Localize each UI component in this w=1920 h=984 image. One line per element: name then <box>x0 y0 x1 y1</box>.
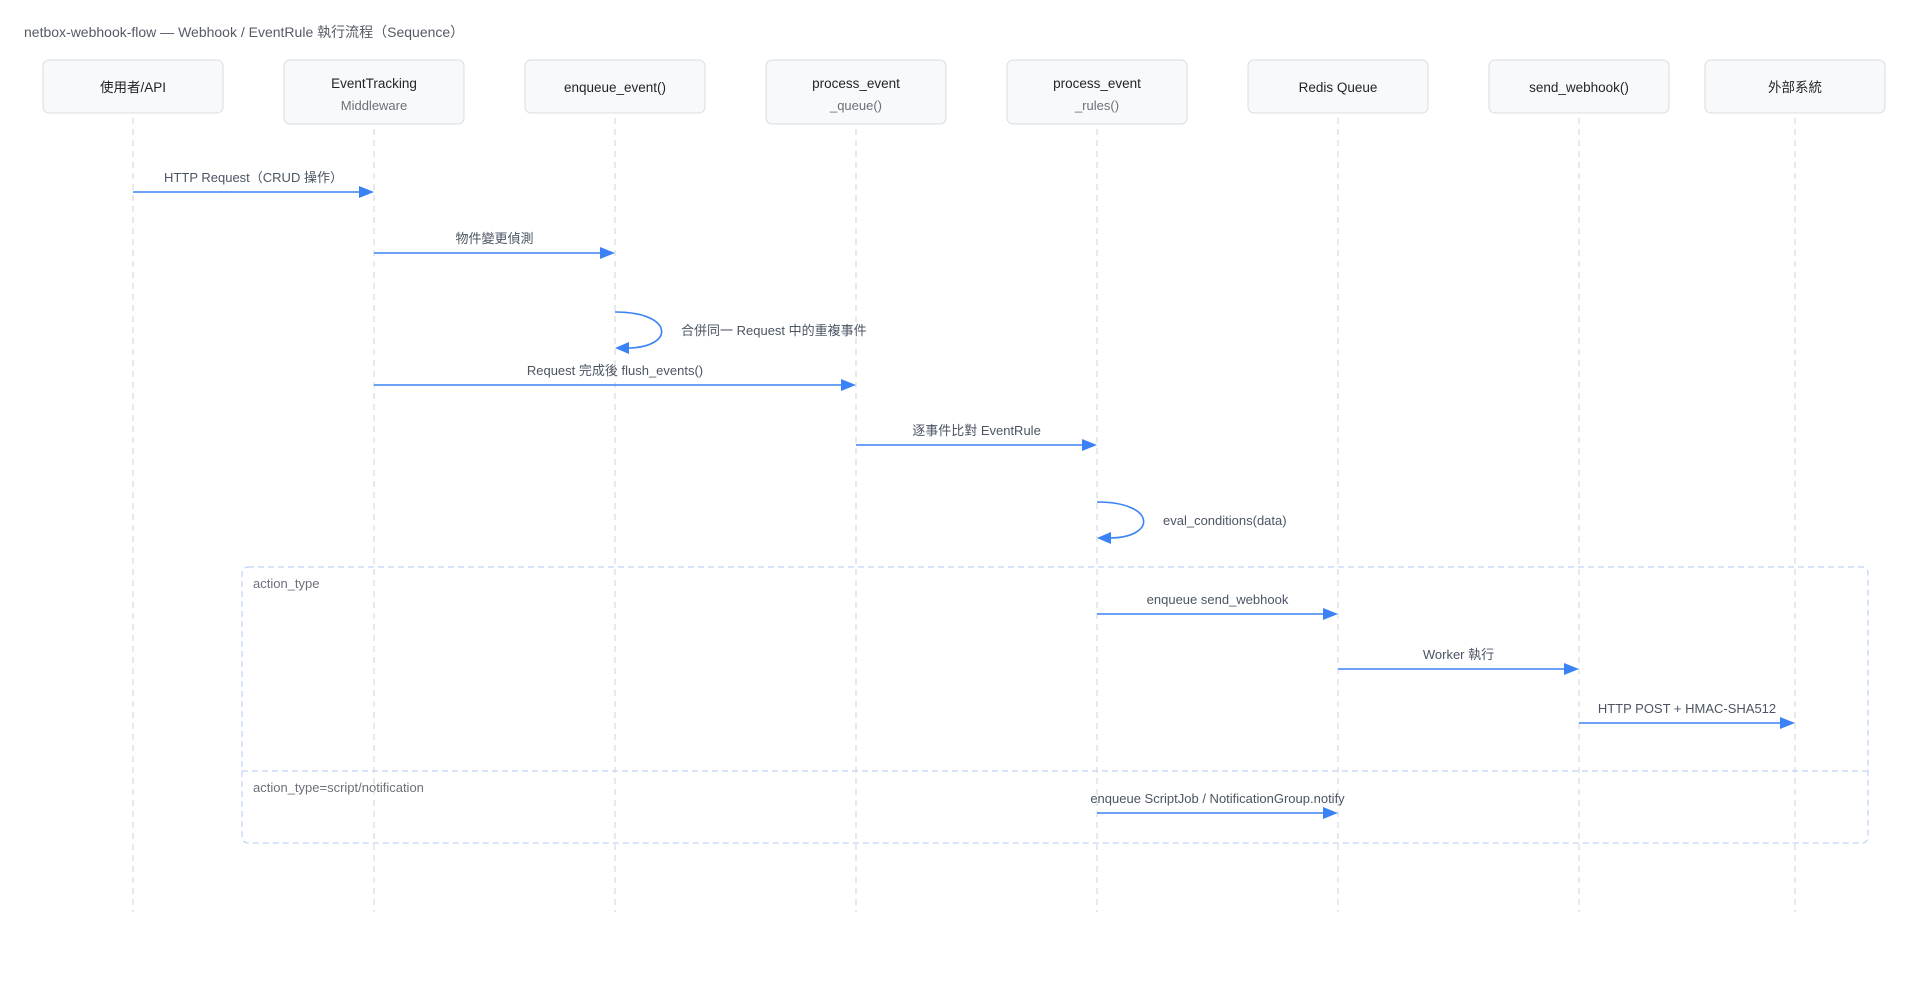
message-label: 合併同一 Request 中的重複事件 <box>681 323 867 338</box>
message-label: Request 完成後 flush_events() <box>527 363 703 378</box>
arrow-head <box>1082 439 1097 451</box>
actor-pqueue: process_event _queue() <box>765 59 947 125</box>
message-2: 物件變更偵測 <box>374 231 615 259</box>
actor-label: Redis Queue <box>1299 80 1378 95</box>
message-3: 合併同一 Request 中的重複事件 <box>614 311 867 354</box>
message-label: HTTP Request（CRUD 操作） <box>164 170 343 185</box>
message-7: enqueue send_webhook <box>1097 592 1338 620</box>
arrow-head <box>1323 807 1338 819</box>
arrow-head <box>1097 532 1111 544</box>
actor-label: 外部系統 <box>1768 80 1822 95</box>
arrow-head <box>1323 608 1338 620</box>
actor-user: 使用者/API <box>42 59 224 114</box>
message-label: 逐事件比對 EventRule <box>912 423 1041 438</box>
message-label: enqueue send_webhook <box>1147 592 1289 607</box>
message-label: 物件變更偵測 <box>455 231 533 246</box>
self-message-arrow <box>614 311 663 349</box>
actor-enqueue: enqueue_event() <box>524 59 706 114</box>
actor-box <box>283 59 465 125</box>
actor-box <box>42 59 224 114</box>
arrow-head <box>600 247 615 259</box>
message-10: enqueue ScriptJob / NotificationGroup.no… <box>1090 791 1345 819</box>
message-label: eval_conditions(data) <box>1163 513 1287 528</box>
actor-label: EventTracking <box>331 76 417 91</box>
actor-send: send_webhook() <box>1488 59 1670 114</box>
message-6: eval_conditions(data) <box>1096 501 1287 544</box>
message-label: HTTP POST + HMAC-SHA512 <box>1598 701 1776 716</box>
actor-prules: process_event _rules() <box>1006 59 1188 125</box>
self-message-arrow <box>1096 501 1145 539</box>
actor-external: 外部系統 <box>1704 59 1886 114</box>
actor-box <box>765 59 947 125</box>
actor-redis: Redis Queue <box>1247 59 1429 114</box>
actor-label: process_event <box>1053 76 1141 91</box>
arrow-head <box>1780 717 1795 729</box>
alt-fragment-box <box>241 566 1869 844</box>
diagram-title: netbox-webhook-flow — Webhook / EventRul… <box>24 24 465 40</box>
message-8: Worker 執行 <box>1338 647 1579 675</box>
message-5: 逐事件比對 EventRule <box>856 423 1097 451</box>
actor-label: process_event <box>812 76 900 91</box>
message-9: HTTP POST + HMAC-SHA512 <box>1579 701 1795 729</box>
actor-sublabel: _queue() <box>829 98 882 113</box>
actor-label: 使用者/API <box>100 79 166 95</box>
message-label: enqueue ScriptJob / NotificationGroup.no… <box>1090 791 1345 806</box>
actor-sublabel: Middleware <box>341 98 407 113</box>
actor-box <box>1006 59 1188 125</box>
actor-label: enqueue_event() <box>564 80 666 95</box>
fragment-section-label: action_type=script/notification <box>253 780 424 795</box>
actor-label: send_webhook() <box>1529 80 1629 95</box>
message-1: HTTP Request（CRUD 操作） <box>133 170 374 198</box>
actor-box <box>1488 59 1670 114</box>
actor-sublabel: _rules() <box>1074 98 1119 113</box>
message-label: Worker 執行 <box>1423 647 1494 662</box>
arrow-head <box>359 186 374 198</box>
actor-box <box>524 59 706 114</box>
actor-box <box>1704 59 1886 114</box>
actor-box <box>1247 59 1429 114</box>
message-4: Request 完成後 flush_events() <box>374 363 856 391</box>
arrow-head <box>615 342 629 354</box>
arrow-head <box>841 379 856 391</box>
fragment-section-label: action_type <box>253 576 320 591</box>
arrow-head <box>1564 663 1579 675</box>
